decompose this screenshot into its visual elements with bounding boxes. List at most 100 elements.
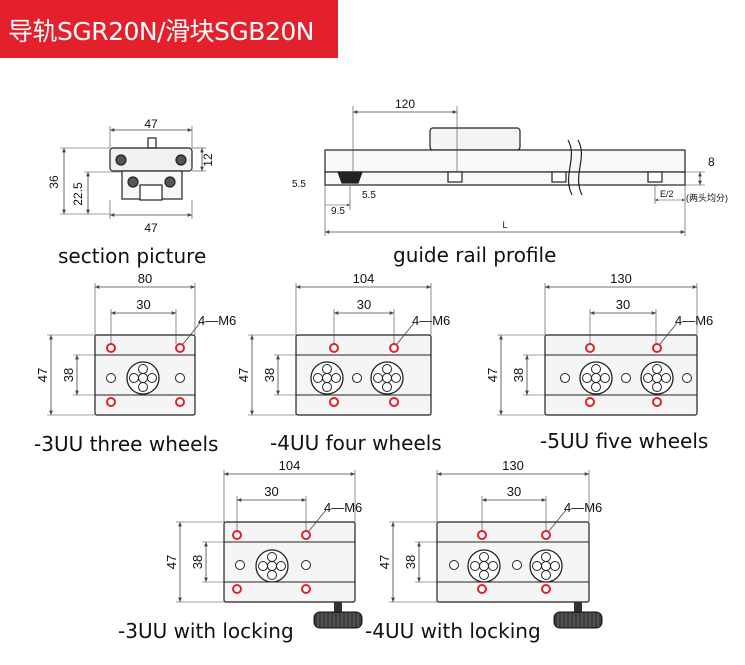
mounting-hole <box>585 343 595 353</box>
inner-height-label: 38 <box>61 368 76 382</box>
wheel-bolt <box>591 382 601 392</box>
leader-line <box>659 322 678 345</box>
wheel-bolt <box>488 561 498 571</box>
carriage-block-2: 104 30 4—M6 47 38 <box>236 271 450 416</box>
overall-width-label: 104 <box>353 271 375 286</box>
side-hole <box>352 373 362 383</box>
wheel-hub <box>652 373 662 383</box>
block-caption-3uu: -3UU three wheels <box>34 432 219 456</box>
rail-offset: 5.5 <box>292 179 306 190</box>
wheel-bolt <box>147 373 157 383</box>
section-height: 36 <box>47 175 61 189</box>
mounting-hole <box>477 584 487 594</box>
mounting-hole <box>106 397 116 407</box>
rail-carriage-length: 120 <box>395 97 415 111</box>
mounting-hole <box>477 530 487 540</box>
wheel-bolt <box>382 382 392 392</box>
hole-spacing-label: 30 <box>264 484 278 499</box>
hole-spec-label: 4—M6 <box>198 313 236 328</box>
block-caption-4uu-locking: -4UU with locking <box>365 619 541 643</box>
mounting-hole <box>652 343 662 353</box>
title-banner: 导轨SGR20N/滑块SGB20N <box>0 0 338 58</box>
wheel-bolt <box>138 382 148 392</box>
lock-stem <box>574 602 582 614</box>
overall-width-label: 130 <box>610 271 632 286</box>
side-hole <box>682 373 692 383</box>
hole-spacing-label: 30 <box>507 484 521 499</box>
wheel-bolt <box>541 570 551 580</box>
side-hole <box>560 373 570 383</box>
wheel-bolt <box>582 373 592 383</box>
mounting-hole <box>389 343 399 353</box>
inner-height-label: 38 <box>262 368 277 382</box>
hole-spec-label: 4—M6 <box>412 313 450 328</box>
height-label: 47 <box>35 368 50 382</box>
wheel-bolt <box>600 373 610 383</box>
mounting-hole <box>232 530 242 540</box>
hole-spacing-label: 30 <box>616 297 630 312</box>
side-hole <box>449 560 459 570</box>
overall-width-label: 104 <box>279 458 301 473</box>
height-label: 47 <box>377 555 392 569</box>
leader-line <box>396 322 415 345</box>
hole-spacing-label: 30 <box>357 297 371 312</box>
side-hole <box>621 373 631 383</box>
leader-line <box>548 509 567 532</box>
lock-stem <box>334 602 342 614</box>
side-hole <box>301 560 311 570</box>
wheel-bolt <box>373 373 383 383</box>
section-drawing <box>60 126 206 219</box>
mounting-hole <box>585 397 595 407</box>
mounting-hole <box>301 530 311 540</box>
wheel-bolt <box>661 373 671 383</box>
section-bottom-width: 47 <box>144 221 158 235</box>
wheel-bolt <box>643 373 653 383</box>
height-label: 47 <box>164 555 179 569</box>
block-caption-4uu: -4UU four wheels <box>270 431 442 455</box>
block-caption-5uu: -5UU five wheels <box>540 429 709 453</box>
wheel-hub <box>138 373 148 383</box>
mounting-hole <box>541 530 551 540</box>
wheel-bolt <box>652 364 662 374</box>
mounting-hole <box>175 397 185 407</box>
wheel-bolt <box>322 382 332 392</box>
rail-bolt: 5.5 <box>362 190 376 201</box>
rail-drawing <box>324 106 705 236</box>
wheel-bolt <box>391 373 401 383</box>
wheel-bolt <box>541 552 551 562</box>
rail-pitch: 9.5 <box>331 206 345 217</box>
wheel-bolt <box>267 570 277 580</box>
hole-spec-label: 4—M6 <box>324 500 362 515</box>
mounting-hole <box>329 397 339 407</box>
wheel-bolt <box>267 552 277 562</box>
wheel-bolt <box>322 364 332 374</box>
wheel-hub <box>541 561 551 571</box>
wheel-bolt <box>129 373 139 383</box>
rail-end: E/2 <box>660 189 674 199</box>
wheel-hub <box>267 561 277 571</box>
height-label: 47 <box>236 368 251 382</box>
wheel-bolt <box>591 364 601 374</box>
wheel-bolt <box>313 373 323 383</box>
inner-height-label: 38 <box>190 555 205 569</box>
overall-width-label: 130 <box>502 458 524 473</box>
height-label: 47 <box>485 368 500 382</box>
rail-height: 8 <box>708 155 715 169</box>
wheel-bolt <box>532 561 542 571</box>
wheel-bolt <box>258 561 268 571</box>
wheel-hub <box>479 561 489 571</box>
side-hole <box>175 373 185 383</box>
rail-length: L <box>502 220 507 230</box>
wheel-bolt <box>479 570 489 580</box>
wheel-hub <box>591 373 601 383</box>
inner-height-label: 38 <box>511 368 526 382</box>
banner-title: 导轨SGR20N/滑块SGB20N <box>8 17 314 46</box>
leader-line <box>182 322 201 345</box>
mounting-hole <box>652 397 662 407</box>
side-hole <box>106 373 116 383</box>
section-caption: section picture <box>58 244 207 268</box>
block-caption-3uu-locking: -3UU with locking <box>118 619 294 643</box>
